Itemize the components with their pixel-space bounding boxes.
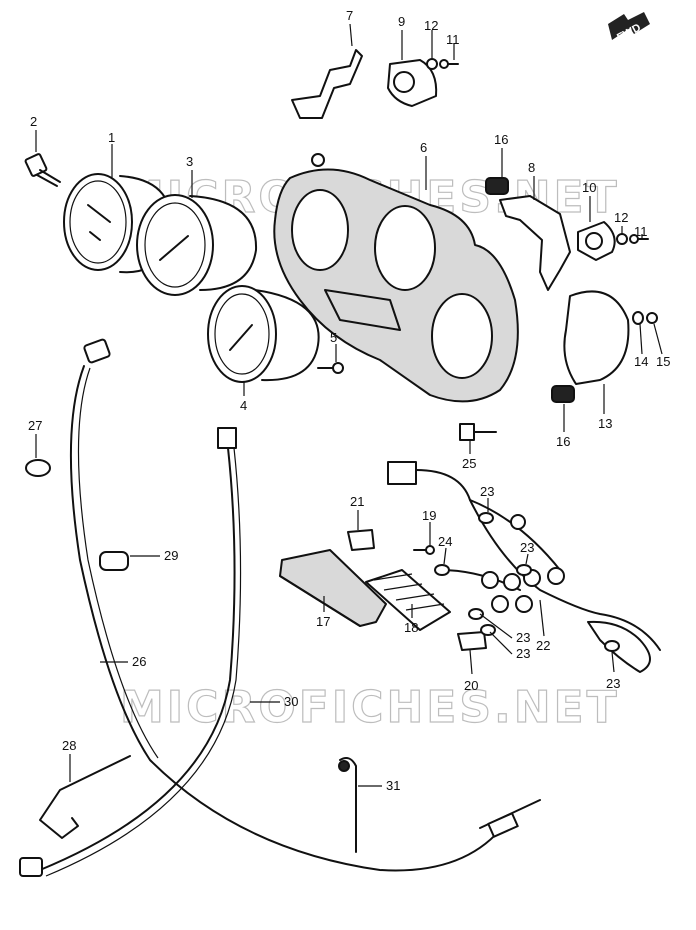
- lens-part-18: [365, 569, 451, 631]
- meter-case-part: [273, 153, 519, 403]
- watermark-bottom: MICROFICHES.NET: [120, 682, 620, 733]
- screw-part-19: [413, 545, 435, 555]
- callout-12: 12: [424, 18, 438, 33]
- callout-7: 7: [346, 8, 353, 23]
- callout-20: 20: [464, 678, 478, 693]
- forward-direction-arrow-icon: FWD: [608, 12, 650, 44]
- callout-27: 27: [28, 418, 42, 433]
- cover-part-13: [563, 290, 630, 385]
- callout-21: 21: [350, 494, 364, 509]
- bracket-part-28: [39, 755, 131, 839]
- screw-part-5: [317, 362, 344, 374]
- bulb-part-23c: [468, 608, 484, 620]
- callout-1: 1: [108, 130, 115, 145]
- callout-23: 23: [606, 676, 620, 691]
- callout-23: 23: [516, 646, 530, 661]
- screw-part-11b: [629, 234, 649, 244]
- washer-part-14: [632, 311, 644, 325]
- callout-2: 2: [30, 114, 37, 129]
- speedometer-fitting-part: [24, 153, 61, 187]
- screw-part-11a: [439, 59, 459, 69]
- callout-11: 11: [446, 32, 460, 47]
- bulb-part-23a: [478, 512, 494, 524]
- callout-14: 14: [634, 354, 648, 369]
- bulb-part-24: [434, 564, 450, 576]
- bolt-part-25: [459, 423, 497, 441]
- callout-22: 22: [536, 638, 550, 653]
- callout-30: 30: [284, 694, 298, 709]
- callout-3: 3: [186, 154, 193, 169]
- socket-part-10: [577, 221, 616, 261]
- nut-part-12a: [426, 58, 438, 70]
- callout-29: 29: [164, 548, 178, 563]
- speedometer-cable-part-30: [19, 427, 541, 877]
- callout-23: 23: [516, 630, 530, 645]
- callout-25: 25: [462, 456, 476, 471]
- callout-5: 5: [330, 330, 337, 345]
- bulb-part-23d: [480, 624, 496, 636]
- callout-26: 26: [132, 654, 146, 669]
- callout-6: 6: [420, 140, 427, 155]
- callout-9: 9: [398, 14, 405, 29]
- callout-16: 16: [494, 132, 508, 147]
- tachometer-cable-part-26: [69, 338, 501, 872]
- bracket-part-8: [499, 195, 571, 291]
- callout-19: 19: [422, 508, 436, 523]
- callout-18: 18: [404, 620, 418, 635]
- grommet-part-16a: [485, 177, 509, 195]
- temperature-gauge-part: [207, 285, 320, 383]
- leader-lines: [35, 23, 663, 787]
- callout-13: 13: [598, 416, 612, 431]
- callout-28: 28: [62, 738, 76, 753]
- cover-part-20: [457, 631, 487, 651]
- clamp-part-29: [99, 551, 129, 571]
- indicator-panel-part-17: [279, 549, 387, 627]
- switch-part-9: [387, 59, 438, 107]
- callout-24: 24: [438, 534, 452, 549]
- callout-8: 8: [528, 160, 535, 175]
- bulb-part-23e: [604, 640, 620, 652]
- callout-16: 16: [556, 434, 570, 449]
- cable-tie-part-31: [338, 757, 357, 853]
- callout-23: 23: [520, 540, 534, 555]
- nut-part-12b: [616, 233, 628, 245]
- callout-12: 12: [614, 210, 628, 225]
- callout-15: 15: [656, 354, 670, 369]
- callout-31: 31: [386, 778, 400, 793]
- callout-10: 10: [582, 180, 596, 195]
- callout-17: 17: [316, 614, 330, 629]
- grommet-part-27: [25, 459, 51, 477]
- screw-part-15: [646, 312, 658, 324]
- callout-11: 11: [634, 224, 648, 239]
- callout-4: 4: [240, 398, 247, 413]
- bracket-part-7: [291, 49, 363, 119]
- bulb-part-23b: [516, 564, 532, 576]
- grommet-part-16b: [551, 385, 575, 403]
- callout-23: 23: [480, 484, 494, 499]
- cover-part-21: [347, 529, 375, 551]
- tachometer-gauge-part: [136, 194, 258, 296]
